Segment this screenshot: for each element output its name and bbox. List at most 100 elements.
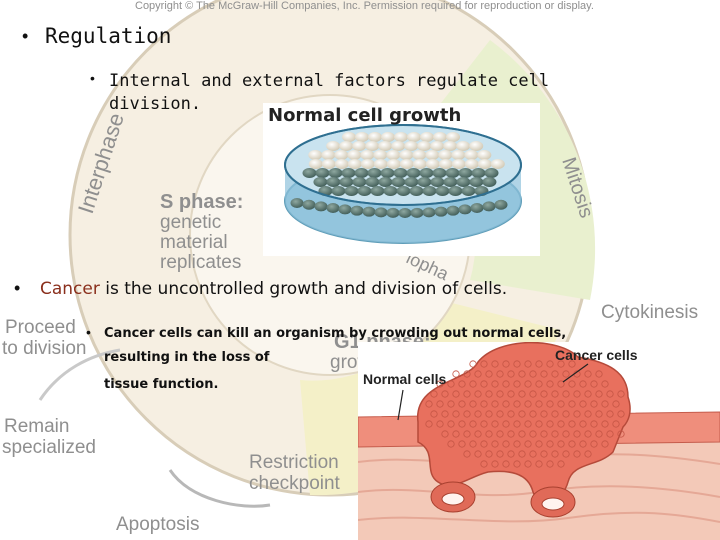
- cell-cluster: [290, 132, 508, 218]
- tumor-cell: [485, 390, 493, 398]
- tumor-cell: [595, 410, 603, 418]
- dish-cell: [410, 207, 424, 218]
- apoptosis-arrow: [168, 469, 271, 508]
- tumor-cell: [480, 420, 488, 428]
- tumor-cell: [601, 440, 609, 448]
- dish-cell: [398, 208, 412, 218]
- tumor-cell: [540, 370, 548, 378]
- cancer-word: Cancer: [40, 279, 100, 299]
- bullet-internal-line-2: division.: [109, 94, 202, 114]
- dish-cell: [386, 150, 401, 160]
- tumor-cell: [551, 370, 559, 378]
- dish-cell: [417, 177, 432, 187]
- dish-cell: [422, 207, 436, 218]
- tumor-cell: [617, 390, 625, 398]
- dish-cell: [368, 132, 382, 142]
- dish-cell: [438, 150, 453, 160]
- dish-cell: [490, 159, 505, 169]
- dish-cell: [347, 159, 362, 169]
- tumor-cell: [507, 430, 515, 438]
- normal-cell-growth-image: [263, 103, 540, 256]
- dish-cell: [357, 186, 372, 196]
- tumor-cell: [546, 360, 554, 368]
- tumor-cell: [562, 390, 570, 398]
- dish-cell: [331, 186, 346, 196]
- dish-cell: [404, 177, 419, 187]
- dish-cell: [373, 150, 388, 160]
- dish-cell: [302, 168, 317, 178]
- dish-cell: [420, 132, 434, 142]
- tumor-cell: [557, 360, 565, 368]
- tumor-cell: [496, 450, 504, 458]
- dish-cell: [399, 150, 414, 160]
- dish-cell: [326, 177, 341, 187]
- tumor-cell: [458, 380, 466, 388]
- tumor-cell: [518, 370, 526, 378]
- dish-cell: [393, 168, 408, 178]
- bullet-cancer: Cancer is the uncontrolled growth and di…: [40, 279, 507, 299]
- tumor-cell: [568, 420, 576, 428]
- dish-cell: [494, 199, 508, 210]
- tumor-cell: [535, 460, 543, 468]
- dish-cell: [367, 168, 382, 178]
- tumor-cell: [535, 420, 543, 428]
- dish-cell: [370, 186, 385, 196]
- dish-cell: [341, 168, 356, 178]
- tumor-cell: [601, 380, 609, 388]
- tumor-cell: [507, 390, 515, 398]
- tumor-cell: [480, 440, 488, 448]
- tumor-cell: [436, 400, 444, 408]
- bullet-cancer-sub-line-3: tissue function.: [104, 377, 219, 392]
- tumor-cell: [485, 410, 493, 418]
- dish-cell: [482, 177, 497, 187]
- tumor-cell: [507, 370, 515, 378]
- tumor-cell: [480, 400, 488, 408]
- tumor-cell: [606, 410, 614, 418]
- dish-cell: [404, 141, 419, 151]
- tumor-cell: [502, 420, 510, 428]
- dish-cell: [448, 186, 463, 196]
- dish-cell: [339, 141, 354, 151]
- tumor-cell: [496, 430, 504, 438]
- dish-cell: [321, 150, 336, 160]
- dish-cell: [451, 159, 466, 169]
- tumor-cell: [573, 390, 581, 398]
- tumor-cell: [595, 430, 603, 438]
- dish-cell: [434, 206, 448, 217]
- s-phase-line-1: S phase:: [160, 191, 243, 213]
- apoptosis-label: Apoptosis: [116, 514, 199, 535]
- dish-cell: [347, 150, 362, 160]
- tumor-cell: [469, 420, 477, 428]
- tumor-cell: [535, 440, 543, 448]
- tumor-cell: [502, 360, 510, 368]
- tumor-cell: [474, 370, 482, 378]
- tumor-cell: [535, 400, 543, 408]
- dish-cell: [362, 206, 376, 217]
- tumor-cell: [518, 430, 526, 438]
- dish-cell: [430, 177, 445, 187]
- dish-cell: [433, 132, 447, 142]
- tumor-cell: [606, 430, 614, 438]
- tumor-cell: [480, 460, 488, 468]
- tumor-cell: [617, 410, 625, 418]
- tumor-cell: [551, 450, 559, 458]
- tumor-cell: [463, 370, 471, 378]
- cancer-tissue-image: Normal cells Cancer cells: [357, 341, 720, 540]
- dish-cell: [383, 186, 398, 196]
- tumor-cell: [579, 380, 587, 388]
- tumor-cell: [579, 420, 587, 428]
- normal-cells-label: Normal cells: [363, 371, 446, 387]
- tumor-cell: [491, 380, 499, 388]
- dish-cell: [321, 159, 336, 169]
- tumor-cell: [441, 430, 449, 438]
- tumor-cell: [430, 390, 438, 398]
- dish-cell: [334, 159, 349, 169]
- tumor-cell: [573, 450, 581, 458]
- dish-cell: [477, 150, 492, 160]
- tumor-cell: [452, 370, 460, 378]
- normal-cells-pointer: [397, 389, 404, 421]
- tumor-cell: [584, 450, 592, 458]
- tumor-cell: [529, 410, 537, 418]
- dish-cell: [326, 141, 341, 151]
- tumor-cell: [524, 400, 532, 408]
